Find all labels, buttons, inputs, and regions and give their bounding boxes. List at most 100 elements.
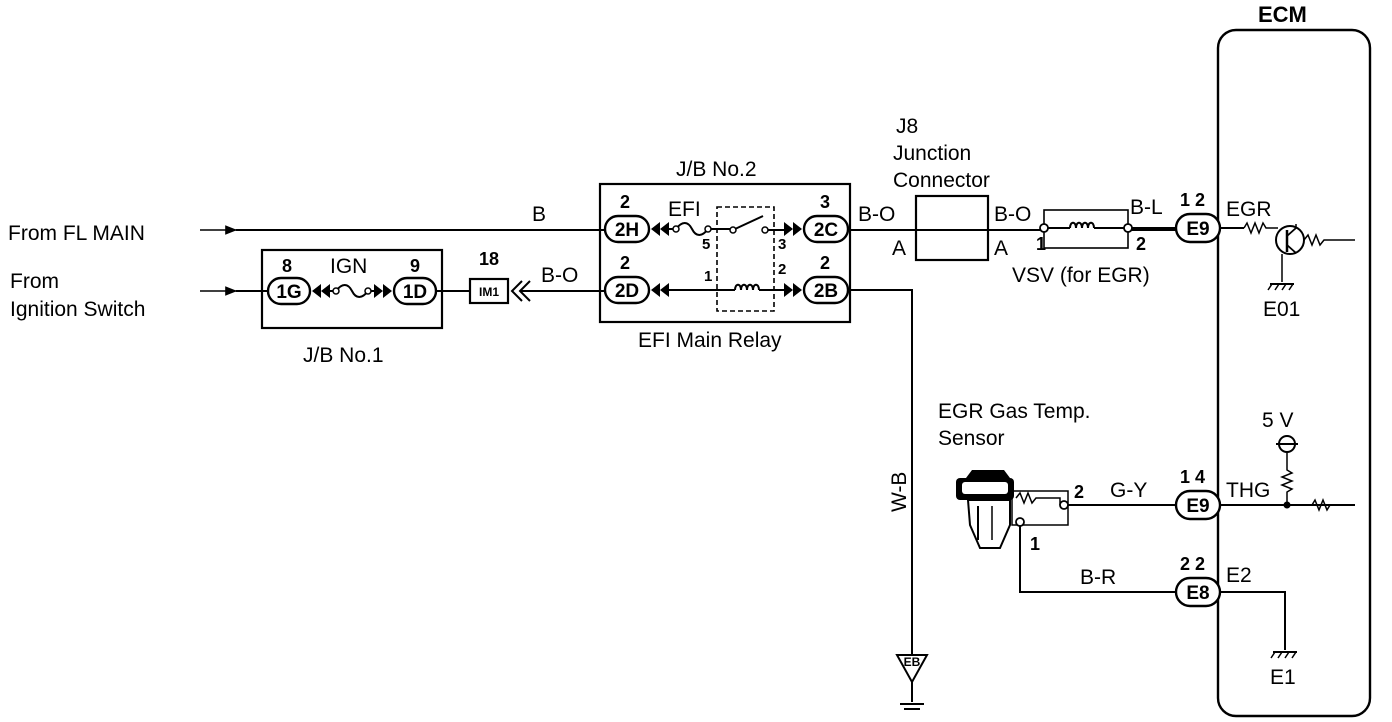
jb1-box: [260, 248, 444, 330]
ground-eb-icon: [895, 654, 929, 685]
wire-label-gy: G-Y: [1110, 479, 1147, 502]
vsv-terminal-1: [1039, 223, 1049, 233]
connector-1d: [392, 276, 438, 306]
egr-gas-temp-sensor-icon: [956, 470, 1014, 549]
ecm-pin-e2: 2 2: [1180, 554, 1205, 574]
relay-pin-3: 3: [778, 236, 786, 253]
ground-e1-icon: [1270, 651, 1297, 659]
ign-fuse-icon: [330, 284, 374, 298]
j8-line3: Connector: [893, 169, 990, 192]
sensor-terminal-2: [1059, 500, 1069, 510]
wire-label-wb: W-B: [888, 472, 911, 512]
relay-pin-1: 1: [704, 268, 712, 285]
vsv-coil-icon: [1069, 221, 1095, 229]
connector-2c-label: 2C: [814, 220, 839, 241]
jb1-left-arrows: [312, 284, 330, 298]
wire-wb: [848, 289, 913, 655]
egr-transistor-icon: [1275, 225, 1305, 255]
jb2-2b-arrows: [784, 283, 802, 297]
ecm-thg-label: THG: [1226, 479, 1270, 502]
ecm-egr-label: EGR: [1226, 198, 1272, 221]
wire-label-bo-3: B-O: [994, 203, 1031, 226]
ecm-pin-egr: 1 2: [1180, 190, 1205, 210]
jb1-title: J/B No.1: [303, 344, 384, 367]
connector-1g: [266, 276, 312, 306]
jb1-right-arrows: [374, 284, 392, 298]
im1-pin: 18: [479, 249, 499, 269]
j8-box: [914, 194, 990, 262]
connector-e9-thg-label: E9: [1186, 496, 1209, 517]
ign-fuse-terminal-left: [332, 287, 340, 295]
jb2-2h-arrows: [651, 222, 669, 236]
jb2-2d-arrows: [651, 283, 669, 297]
ecm-e1-label: E1: [1270, 666, 1296, 689]
relay-pin-5: 5: [702, 236, 710, 253]
efi-fuse-terminal-right: [704, 225, 712, 233]
ecm-title: ECM: [1258, 2, 1307, 27]
connector-2d-label: 2D: [615, 281, 639, 302]
jb1-pin-left: 8: [282, 256, 292, 276]
relay-contact-right: [761, 226, 769, 234]
vsv-label: VSV (for EGR): [1012, 264, 1150, 287]
vsv-pin-1: 1: [1036, 234, 1046, 254]
wire-label-b: B: [532, 203, 546, 226]
ecm-e2-label: E2: [1226, 564, 1252, 587]
wire-label-bo-1: B-O: [541, 264, 578, 287]
sensor-terminal-box: [1011, 490, 1069, 526]
jb2-title: J/B No.2: [676, 158, 757, 181]
connector-e9-egr: [1174, 212, 1222, 244]
relay-housing: [716, 206, 775, 312]
egr-output-resistor-icon: [1303, 232, 1355, 248]
ecm-5v-label: 5 V: [1262, 409, 1294, 432]
im1-box: [468, 277, 510, 305]
connector-2h: [603, 214, 651, 244]
wire-label-bl: B-L: [1130, 196, 1163, 219]
jb2-pin-2d: 2: [620, 253, 630, 273]
ground-eb-label: EB: [904, 655, 921, 669]
connector-1d-label: 1D: [403, 282, 427, 303]
im1-plug-icon: [510, 280, 531, 302]
sensor-pin-2: 2: [1074, 482, 1084, 502]
connector-e9-egr-label: E9: [1186, 219, 1209, 240]
supply-5v-icon: [1276, 435, 1298, 453]
efi-fuse-terminal-left: [672, 225, 680, 233]
j8-pin-a-left: A: [892, 237, 906, 260]
thg-junction-dot: [1283, 501, 1291, 509]
relay-coil-icon: [734, 283, 760, 291]
connector-1g-label: 1G: [276, 282, 301, 303]
ecm-e01-label: E01: [1263, 298, 1300, 321]
connector-e8: [1174, 576, 1222, 608]
relay-pin-2: 2: [778, 261, 786, 278]
connector-2b-label: 2B: [814, 281, 838, 302]
sensor-label-line1: EGR Gas Temp.: [938, 400, 1091, 423]
relay-switch-blade: [734, 215, 764, 230]
jb2-2c-arrows: [784, 222, 802, 236]
relay-contact-left: [729, 226, 737, 234]
j8-line1: J8: [896, 115, 918, 138]
sensor-label-line2: Sensor: [938, 427, 1005, 450]
sensor-pin-1: 1: [1030, 534, 1040, 554]
egr-resistor-icon: [1243, 220, 1278, 236]
thg-pullup-resistor-icon: [1279, 452, 1295, 505]
j8-pin-a-right: A: [994, 237, 1008, 260]
jb2-subtitle: EFI Main Relay: [638, 329, 782, 352]
connector-2b: [802, 275, 850, 305]
jb2-box: [598, 182, 852, 324]
vsv-pin-2: 2: [1136, 234, 1146, 254]
efi-fuse-icon: [669, 222, 730, 236]
connector-2c: [802, 214, 850, 244]
jb2-pin-2b: 2: [820, 253, 830, 273]
connector-e9-thg: [1174, 489, 1222, 521]
ign-fuse-terminal-right: [364, 287, 372, 295]
wire-e2-e1: [1218, 591, 1286, 650]
jb1-pin-right: 9: [410, 256, 420, 276]
thg-input-resistor-icon: [1304, 497, 1355, 513]
im1-label: IM1: [479, 285, 499, 299]
ign-fuse-label: IGN: [330, 255, 367, 278]
ecm-box: [1216, 28, 1372, 718]
from-fl-main-label: From FL MAIN: [8, 222, 145, 245]
jb2-pin-2h: 2: [620, 192, 630, 212]
efi-fuse-label: EFI: [668, 198, 701, 221]
wire-label-br: B-R: [1080, 566, 1116, 589]
